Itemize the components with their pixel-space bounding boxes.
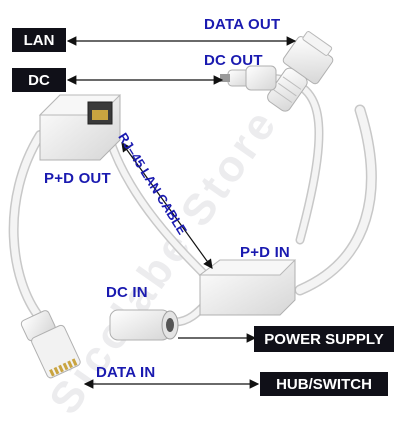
product-photo: Sicolabe Store [8, 16, 394, 423]
dc-out-label: DC OUT [204, 52, 263, 69]
pd-in-box [198, 259, 297, 316]
rj45-cable-arrow [121, 142, 213, 269]
pd-out-box [38, 94, 122, 161]
data-out-label: DATA OUT [204, 16, 281, 33]
power-supply-tag: POWER SUPPLY [254, 326, 394, 352]
rj45-plug-bottom-left [20, 310, 81, 379]
dc-tag: DC [12, 68, 66, 92]
dc-out-barrel-plug [220, 65, 277, 91]
data-in-label: DATA IN [96, 364, 156, 381]
dc-in-barrel-jack [109, 309, 179, 341]
dc-in-label: DC IN [106, 284, 148, 301]
annotation-arrows [66, 36, 297, 389]
pd-in-label: P+D IN [240, 244, 290, 261]
lan-tag: LAN [12, 28, 66, 52]
poe-splitter-drawing [8, 31, 377, 389]
pd-out-label: P+D OUT [44, 170, 111, 187]
hub-switch-tag: HUB/SWITCH [260, 372, 388, 396]
rj45-plug-top-right [267, 31, 334, 112]
